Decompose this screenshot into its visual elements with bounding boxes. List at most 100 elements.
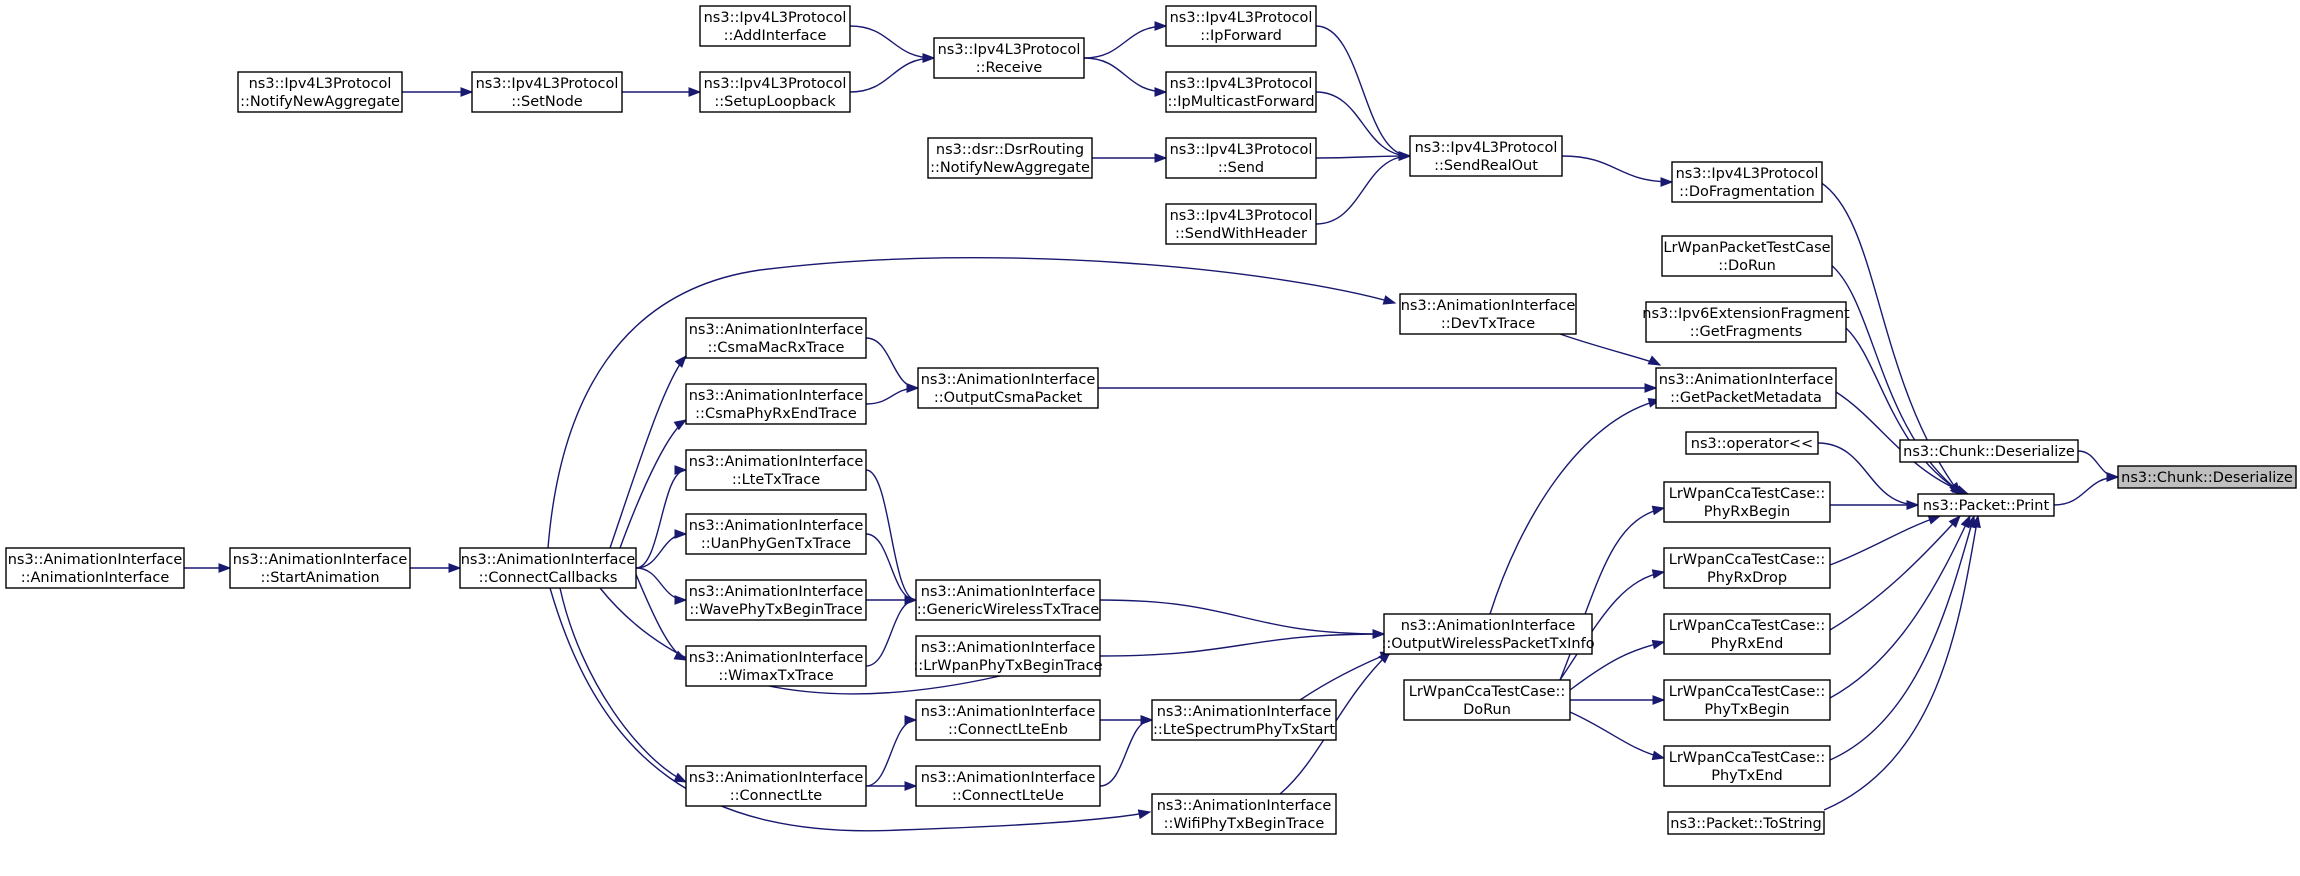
call-edges — [184, 21, 2120, 832]
node-label-line: ::SendRealOut — [1434, 158, 1538, 174]
call-edge-n15-to-n6 — [1559, 333, 1662, 366]
node-label-line: PhyRxBegin — [1704, 504, 1790, 520]
node-label-line: ::DevTxTrace — [1441, 316, 1535, 332]
function-node[interactable]: LrWpanCcaTestCase::PhyTxEnd — [1663, 745, 1831, 787]
function-node[interactable]: ns3::Ipv4L3Protocol::IpMulticastForward — [1165, 71, 1317, 113]
function-node[interactable]: ns3::Packet::Print — [1917, 493, 2055, 517]
node-label-line: ::NotifyNewAggregate — [240, 94, 400, 110]
node-label-line: ::LteTxTrace — [732, 472, 820, 488]
function-node[interactable]: ns3::AnimationInterface::OutputCsmaPacke… — [917, 367, 1099, 409]
node-label-line: ::WifiPhyTxBeginTrace — [1164, 816, 1325, 832]
node-label-line: ns3::AnimationInterface — [1401, 618, 1576, 634]
function-node[interactable]: ns3::AnimationInterface::CsmaPhyRxEndTra… — [685, 383, 867, 425]
node-label-line: ::DoRun — [1718, 258, 1776, 274]
call-edge-n24-to-n23 — [849, 25, 936, 63]
function-node[interactable]: ns3::Ipv4L3Protocol::SendWithHeader — [1165, 203, 1317, 245]
node-label-line: ns3::Ipv4L3Protocol — [1676, 166, 1819, 182]
function-node[interactable]: ns3::Ipv4L3Protocol::Send — [1165, 137, 1317, 179]
node-label-line: ::ConnectLte — [730, 788, 822, 804]
call-edge-n9-to-n2 — [1829, 515, 1942, 566]
call-edge-n29-to-n15 — [547, 256, 1397, 549]
call-edge-n23-to-n19 — [1083, 21, 1168, 59]
node-label-line: ns3::Chunk::Deserialize — [1903, 444, 2075, 460]
function-node[interactable]: ns3::Ipv4L3Protocol::Receive — [933, 37, 1085, 79]
node-label-line: ::OutputCsmaPacket — [934, 390, 1083, 406]
function-node[interactable]: ns3::AnimationInterface::CsmaMacRxTrace — [685, 317, 867, 359]
node-label-line: ns3::Packet::ToString — [1670, 816, 1822, 832]
node-label-line: ns3::AnimationInterface — [921, 640, 1096, 656]
node-label-line: ns3::AnimationInterface — [1659, 372, 1834, 388]
function-node[interactable]: ns3::AnimationInterface::WimaxTxTrace — [685, 645, 867, 687]
function-node[interactable]: ns3::AnimationInterface::ConnectLteUe — [915, 765, 1101, 807]
function-node[interactable]: ns3::Ipv4L3Protocol::SetNode — [471, 71, 623, 113]
function-node[interactable]: LrWpanPacketTestCase::DoRun — [1661, 235, 1833, 277]
call-edge-n19-to-n14 — [1315, 25, 1412, 161]
function-node[interactable]: ns3::AnimationInterface::DevTxTrace — [1399, 293, 1577, 335]
function-node[interactable]: LrWpanCcaTestCase::PhyRxEnd — [1663, 613, 1831, 655]
node-label-line: ::AnimationInterface — [21, 570, 170, 586]
function-node[interactable]: ns3::AnimationInterface::WavePhyTxBeginT… — [685, 579, 867, 621]
call-edge-n36-to-n32 — [865, 595, 918, 667]
call-edge-n29-to-n31 — [619, 419, 688, 549]
function-node[interactable]: ns3::AnimationInterface::ConnectCallback… — [459, 547, 637, 589]
node-label-line: ns3::AnimationInterface — [689, 584, 864, 600]
function-node[interactable]: ns3::AnimationInterface::LteTxTrace — [685, 449, 867, 491]
function-node[interactable]: ns3::AnimationInterface::AnimationInterf… — [5, 547, 185, 589]
function-node[interactable]: ns3::Ipv4L3Protocol::IpForward — [1165, 5, 1317, 47]
node-label-line: ::UanPhyGenTxTrace — [701, 536, 851, 552]
node-label-line: ns3::Ipv4L3Protocol — [249, 76, 392, 92]
node-label-line: ns3::AnimationInterface — [689, 454, 864, 470]
call-edge-n42-to-n40 — [865, 715, 918, 787]
function-node[interactable]: ns3::AnimationInterface::LrWpanPhyTxBegi… — [913, 635, 1103, 677]
node-label-line: ns3::Chunk::Deserialize — [2121, 470, 2293, 486]
node-label-line: ::ConnectLteEnb — [948, 722, 1068, 738]
node-label-line: ns3::AnimationInterface — [233, 552, 408, 568]
function-node[interactable]: LrWpanCcaTestCase::PhyTxBegin — [1663, 679, 1831, 721]
node-label-line: ::CsmaMacRxTrace — [708, 340, 845, 356]
node-label-line: ns3::Packet::Print — [1923, 498, 2050, 514]
function-node[interactable]: ns3::Ipv4L3Protocol::AddInterface — [699, 5, 851, 47]
function-node[interactable]: ns3::AnimationInterface::UanPhyGenTxTrac… — [685, 513, 867, 555]
function-node[interactable]: ns3::AnimationInterface::WifiPhyTxBeginT… — [1151, 793, 1337, 835]
function-node[interactable]: ns3::Ipv4L3Protocol::SendRealOut — [1409, 135, 1563, 177]
function-node[interactable]: ns3::AnimationInterface::GetPacketMetada… — [1655, 367, 1837, 409]
node-label-line: ::WimaxTxTrace — [718, 668, 833, 684]
node-label-line: LrWpanCcaTestCase:: — [1669, 684, 1825, 700]
function-node[interactable]: ns3::Ipv6ExtensionFragment::GetFragments — [1642, 301, 1850, 343]
node-label-line: DoRun — [1463, 702, 1511, 718]
call-edge-n25-to-n23 — [849, 53, 936, 93]
function-node[interactable]: LrWpanCcaTestCase::PhyRxBegin — [1663, 481, 1831, 523]
node-label-line: LrWpanCcaTestCase:: — [1409, 684, 1565, 700]
node-label-line: ::CsmaPhyRxEndTrace — [695, 406, 857, 422]
node-label-line: ns3::Ipv4L3Protocol — [1415, 140, 1558, 156]
node-label-line: ::IpMulticastForward — [1167, 94, 1314, 110]
node-label-line: ::LteSpectrumPhyTxStart — [1153, 722, 1335, 738]
node-label-line: ::Send — [1218, 160, 1264, 176]
call-edge-n27-to-n26 — [402, 87, 474, 97]
function-node[interactable]: ns3::Ipv4L3Protocol::NotifyNewAggregate — [237, 71, 403, 113]
node-label-line: ::SetNode — [511, 94, 583, 110]
function-node[interactable]: ns3::AnimationInterface::OutputWirelessP… — [1381, 613, 1595, 655]
function-node[interactable]: ns3::AnimationInterface::LteSpectrumPhyT… — [1151, 699, 1337, 741]
function-node[interactable]: ns3::Chunk::Deserialize — [1899, 439, 2079, 463]
function-node[interactable]: ns3::Packet::ToString — [1667, 811, 1825, 835]
node-label-line: ns3::AnimationInterface — [8, 552, 183, 568]
function-node[interactable]: ns3::Ipv4L3Protocol::DoFragmentation — [1671, 161, 1823, 203]
function-node[interactable]: LrWpanCcaTestCase::DoRun — [1403, 679, 1571, 721]
call-edge-n32-to-n17 — [1099, 599, 1386, 639]
function-node[interactable]: ns3::dsr::DsrRouting::NotifyNewAggregate — [927, 137, 1093, 179]
node-label-line: ::GenericWirelessTxTrace — [917, 602, 1100, 618]
function-node[interactable]: ns3::Ipv4L3Protocol::SetupLoopback — [699, 71, 851, 113]
function-node[interactable]: ns3::AnimationInterface::StartAnimation — [229, 547, 411, 589]
function-node[interactable]: ns3::AnimationInterface::ConnectLteEnb — [915, 699, 1101, 741]
function-node[interactable]: ns3::AnimationInterface::ConnectLte — [685, 765, 867, 807]
call-edge-n10-to-n2 — [1829, 514, 1961, 631]
function-node[interactable]: ns3::AnimationInterface::GenericWireless… — [915, 579, 1101, 621]
node-label-line: ns3::AnimationInterface — [1401, 298, 1576, 314]
node-label-line: ns3::Ipv4L3Protocol — [1170, 10, 1313, 26]
node-label-line: ::AddInterface — [724, 28, 827, 44]
call-edge-n29-to-n42 — [559, 587, 688, 783]
node-label-line: ns3::AnimationInterface — [921, 584, 1096, 600]
function-node[interactable]: LrWpanCcaTestCase::PhyRxDrop — [1663, 547, 1831, 589]
function-node[interactable]: ns3::operator<< — [1685, 431, 1819, 455]
